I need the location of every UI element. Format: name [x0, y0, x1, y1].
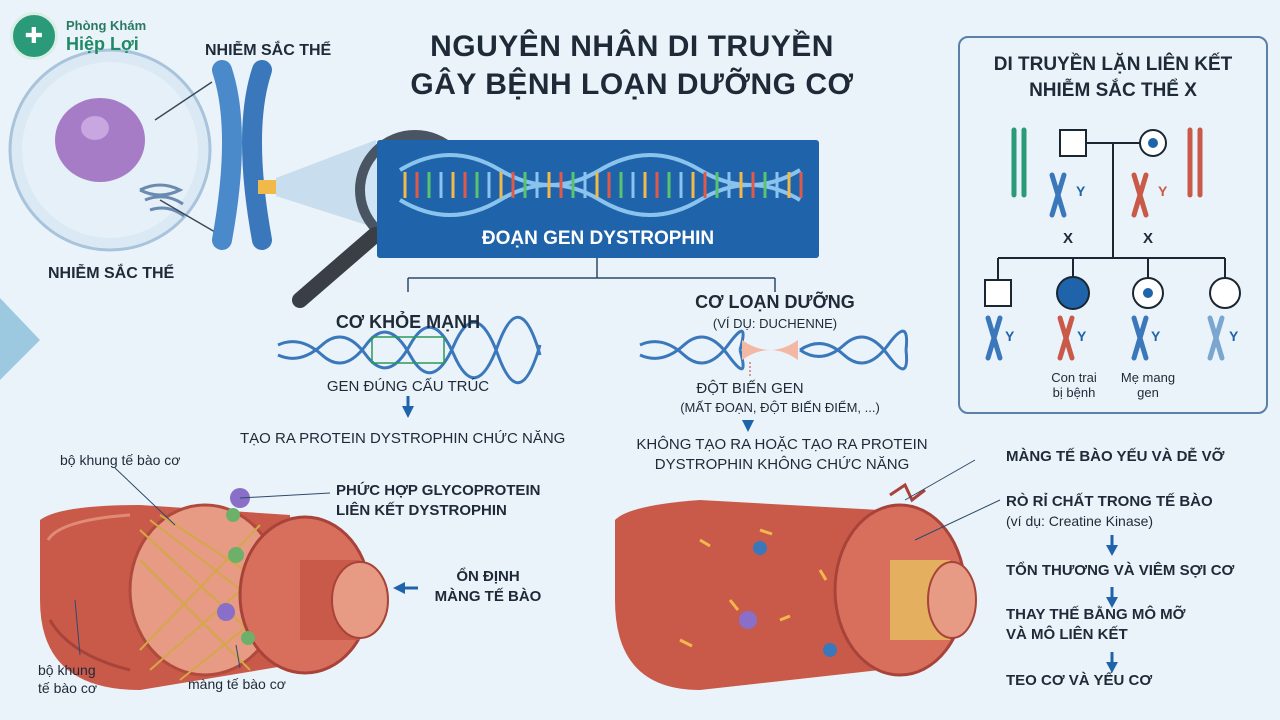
son1-y-label: Y: [1005, 328, 1015, 344]
cytoskeleton-label-bottom2: tế bào cơ: [38, 680, 97, 696]
pedigree-panel: [958, 36, 1268, 414]
son-healthy-symbol: [984, 279, 1012, 307]
disease-title: CƠ LOẠN DƯỠNG: [695, 292, 855, 312]
brand-line2: Hiệp Lợi: [66, 34, 139, 54]
mutation-label: ĐỘT BIẾN GEN: [696, 380, 804, 397]
daughter1-y-label: Y: [1151, 328, 1161, 344]
step1-label: MÀNG TẾ BÀO YẾU VÀ DỄ VỠ: [1006, 448, 1225, 465]
son-affected-symbol: [1056, 276, 1090, 310]
branch-connector: [407, 258, 776, 292]
left-edge-chevron: [0, 298, 40, 380]
healthy-muscle-fiber: [40, 467, 418, 690]
mother-x-label: X: [1143, 230, 1154, 247]
mother-y-label: Y: [1158, 183, 1168, 199]
pedigree-chart: [984, 127, 1241, 361]
chromosome-label-bottom: NHIỄM SẮC THỂ: [48, 265, 175, 282]
carrier-mother-label: Mẹ mang gen: [1112, 370, 1184, 400]
diseased-muscle-fiber: [615, 459, 1001, 690]
step4-line1: THAY THẾ BẰNG MÔ MỠ: [1006, 606, 1186, 623]
pedigree-title-line1: DI TRUYỀN LẶN LIÊN KẾT: [993, 54, 1233, 75]
gene-box-label: ĐOẠN GEN DYSTROPHIN: [481, 228, 715, 249]
healthy-gene-label: GEN ĐÚNG CẤU TRÚC: [326, 378, 490, 395]
carrier-mother-line2: gen: [1137, 385, 1159, 400]
disease-result-line1: KHÔNG TẠO RA HOẶC TẠO RA PROTEIN: [636, 436, 928, 453]
pedigree-title: DI TRUYỀN LẶN LIÊN KẾT NHIỄM SẮC THỂ X: [958, 52, 1268, 104]
disease-result-line2: DYSTROPHIN KHÔNG CHỨC NĂNG: [654, 456, 910, 473]
step4-line2: VÀ MÔ LIÊN KẾT: [1006, 626, 1128, 643]
healthy-dna-strand: [277, 315, 542, 418]
dna-helix-gene: [377, 140, 819, 258]
father-y-label: Y: [1076, 183, 1086, 199]
cytoskeleton-label-top: bộ khung tế bào cơ: [60, 452, 181, 468]
complex-label-line1: PHỨC HỢP GLYCOPROTEIN: [336, 482, 541, 499]
step5-label: TEO CƠ VÀ YẾU CƠ: [1006, 672, 1153, 689]
membrane-label: màng tế bào cơ: [188, 676, 286, 692]
affected-son-label: Con trai bị bệnh: [1038, 370, 1110, 400]
chromosome-illustration: [212, 60, 376, 250]
title-line2: GÂY BỆNH LOẠN DƯỠNG CƠ: [410, 68, 854, 101]
step3-label: TỔN THƯƠNG VÀ VIÊM SỢI CƠ: [1006, 562, 1235, 579]
pedigree-title-line2: NHIỄM SẮC THỂ X: [1029, 80, 1197, 101]
step2-note: (ví dụ: Creatine Kinase): [1006, 513, 1154, 529]
stable-label-line1: ỔN ĐỊNH: [456, 568, 520, 585]
step2-label: RÒ RỈ CHẤT TRONG TẾ BÀO: [1006, 493, 1213, 510]
arrow-down-icon: [742, 420, 754, 432]
disease-subtitle: (VÍ DỤ: DUCHENNE): [712, 316, 838, 331]
mutated-dna-strand: [639, 329, 909, 432]
daughter-healthy-symbol: [1209, 277, 1241, 309]
arrow-left-icon: [393, 582, 405, 594]
stable-label-line2: MÀNG TẾ BÀO: [434, 588, 542, 605]
healthy-title: CƠ KHỎE MẠNH: [335, 312, 481, 332]
title-line1: NGUYÊN NHÂN DI TRUYỀN: [430, 30, 834, 63]
affected-son-line2: bị bệnh: [1052, 385, 1096, 400]
father-x-label: X: [1063, 230, 1074, 247]
cytoskeleton-label-bottom1: bộ khung: [38, 662, 96, 678]
healthy-result: TẠO RA PROTEIN DYSTROPHIN CHỨC NĂNG: [240, 430, 566, 447]
cell-nucleus: [55, 98, 145, 182]
page-title: NGUYÊN NHÂN DI TRUYỀN GÂY BỆNH LOẠN DƯỠN…: [352, 28, 912, 104]
clinic-logo-icon: ✚: [10, 12, 58, 60]
brand-logo: ✚ Phòng Khám Hiệp Lợi: [10, 8, 170, 64]
complex-label-line2: LIÊN KẾT DYSTROPHIN: [336, 502, 507, 519]
son2-y-label: Y: [1077, 328, 1087, 344]
mutation-detail: (MẤT ĐOẠN, ĐỘT BIẾN ĐIỂM, ...): [680, 400, 880, 415]
affected-son-line1: Con trai: [1051, 370, 1097, 385]
chromosome-label-top: NHIỄM SẮC THỂ: [205, 42, 332, 59]
carrier-mother-line1: Mẹ mang: [1120, 370, 1176, 385]
brand-line1: Phòng Khám: [66, 18, 147, 33]
cell-illustration: [8, 48, 216, 252]
daughter2-y-label: Y: [1229, 328, 1239, 344]
step-arrows: [1106, 535, 1118, 673]
arrow-down-icon: [402, 406, 414, 418]
